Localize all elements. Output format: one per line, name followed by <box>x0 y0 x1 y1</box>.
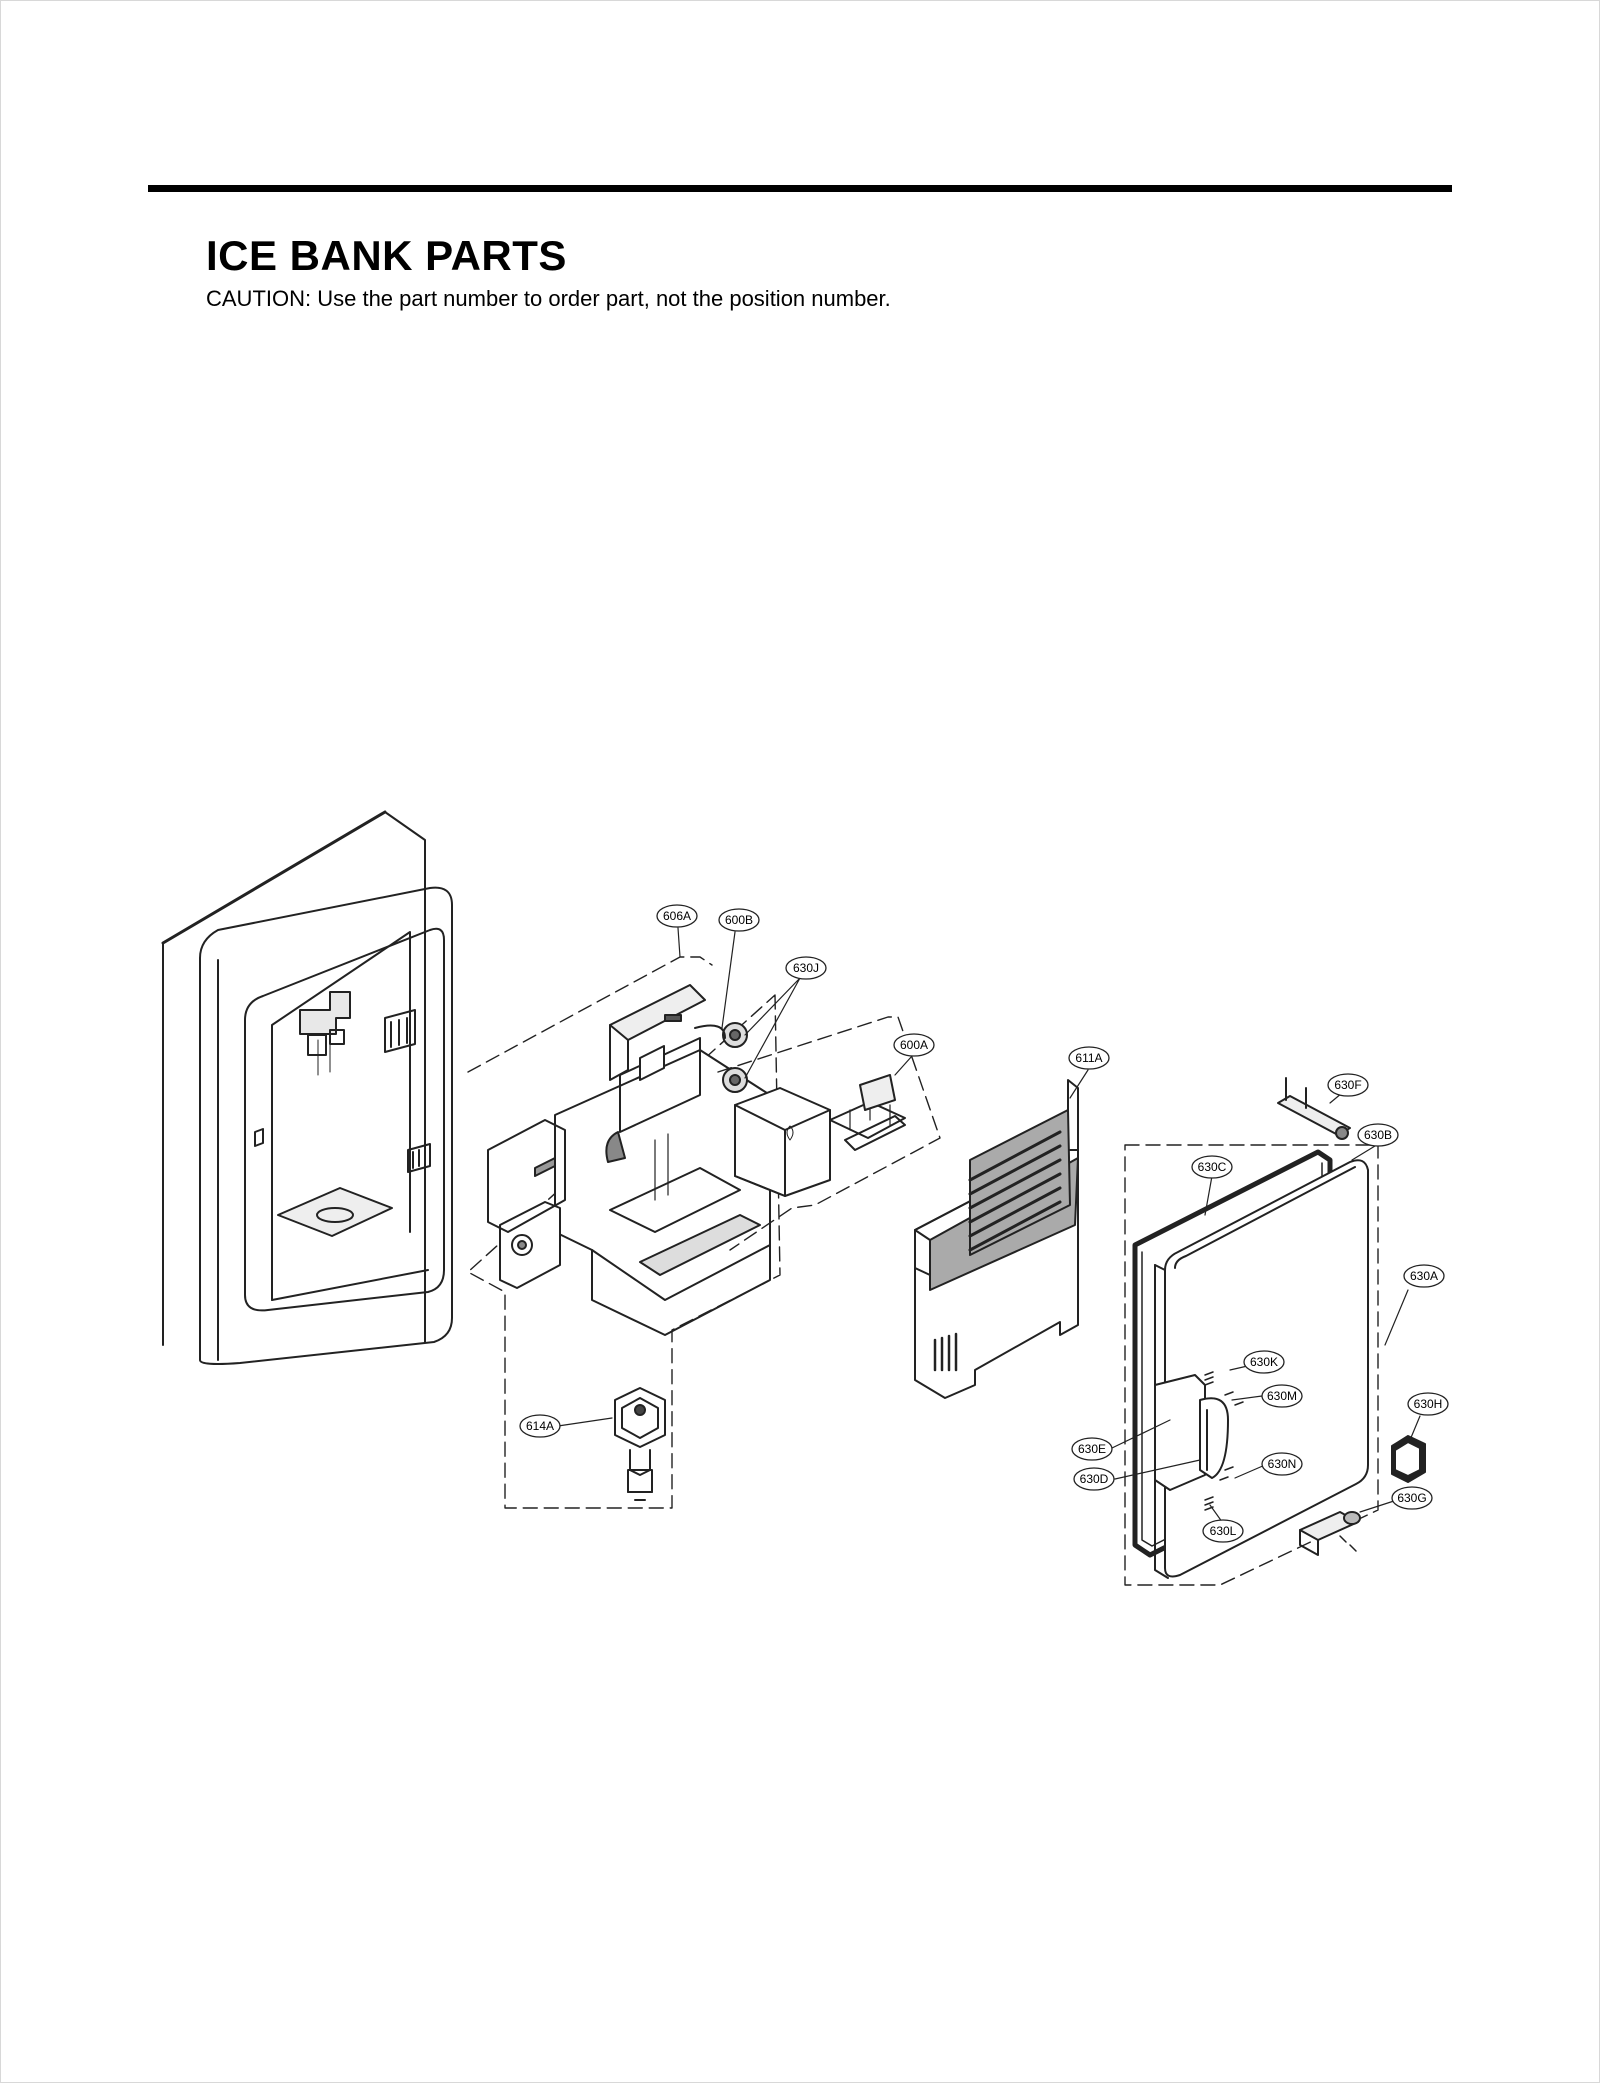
callout-614A: 614A <box>519 1414 561 1438</box>
svg-text:630G: 630G <box>1397 1491 1426 1505</box>
svg-text:630N: 630N <box>1268 1457 1297 1471</box>
svg-text:606A: 606A <box>663 909 691 923</box>
callout-630M: 630M <box>1261 1384 1303 1408</box>
upper-hinge-illustration <box>1277 1077 1351 1140</box>
callout-630A: 630A <box>1403 1264 1445 1288</box>
icemaker-illustration <box>734 1074 906 1197</box>
callout-600A: 600A <box>893 1033 935 1057</box>
svg-text:630D: 630D <box>1080 1472 1109 1486</box>
caution-note: CAUTION: Use the part number to order pa… <box>206 286 891 311</box>
callout-630E: 630E <box>1071 1437 1113 1461</box>
svg-text:630H: 630H <box>1414 1397 1443 1411</box>
callout-600B: 600B <box>718 908 760 932</box>
header-rule <box>148 185 1452 192</box>
lower-hinge-illustration <box>1299 1511 1361 1556</box>
ice-bin-cover-illustration <box>914 1079 1079 1399</box>
callout-630F: 630F <box>1327 1073 1369 1097</box>
callout-630C: 630C <box>1191 1155 1233 1179</box>
door-frame-illustration <box>161 810 453 1365</box>
svg-text:630K: 630K <box>1250 1355 1278 1369</box>
svg-text:630L: 630L <box>1210 1524 1237 1538</box>
svg-text:630J: 630J <box>793 961 819 975</box>
svg-text:611A: 611A <box>1075 1051 1102 1065</box>
callout-606A: 606A <box>656 904 698 928</box>
callout-630B: 630B <box>1357 1123 1399 1147</box>
callout-630L: 630L <box>1202 1519 1244 1543</box>
water-valve-illustration <box>614 1387 666 1501</box>
dispenser-bracket-illustration <box>487 984 771 1336</box>
hinge-cover-illustration <box>1391 1435 1426 1483</box>
svg-text:630C: 630C <box>1198 1160 1227 1174</box>
callout-630K: 630K <box>1243 1350 1285 1374</box>
svg-text:600A: 600A <box>900 1038 928 1052</box>
callout-630H: 630H <box>1407 1392 1449 1416</box>
thermistor-illustration <box>694 1022 748 1093</box>
svg-text:630B: 630B <box>1364 1128 1392 1142</box>
callout-630N: 630N <box>1261 1452 1303 1476</box>
svg-text:614A: 614A <box>526 1419 554 1433</box>
callout-630G: 630G <box>1391 1486 1433 1510</box>
page-title: ICE BANK PARTS <box>206 232 567 279</box>
svg-text:630E: 630E <box>1078 1442 1106 1456</box>
svg-text:630F: 630F <box>1334 1078 1361 1092</box>
svg-text:630M: 630M <box>1267 1389 1297 1403</box>
svg-text:600B: 600B <box>725 913 753 927</box>
callout-630D: 630D <box>1073 1467 1115 1491</box>
svg-text:630A: 630A <box>1410 1269 1438 1283</box>
callout-611A: 611A <box>1068 1046 1110 1070</box>
callout-labels: 606A 600B 630J 600A 611A 630F 630B 630C <box>519 904 1449 1543</box>
callout-630J: 630J <box>785 956 827 980</box>
exploded-parts-diagram: 606A 600B 630J 600A 611A 630F 630B 630C <box>0 760 1600 1620</box>
